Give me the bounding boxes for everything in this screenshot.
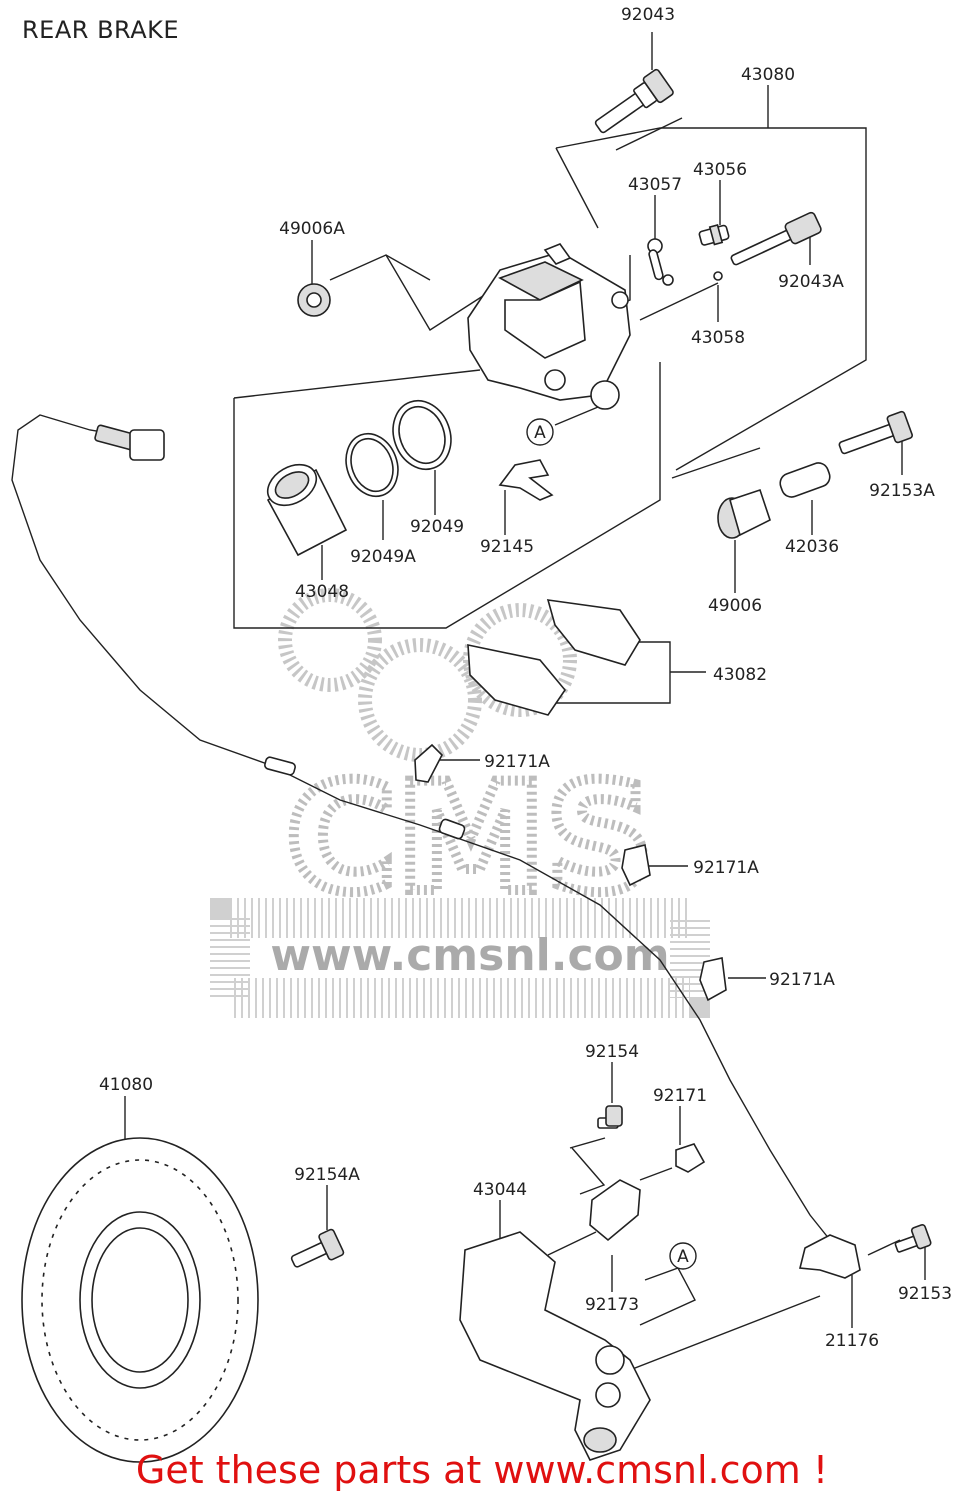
part-92171-clamp bbox=[675, 1143, 706, 1173]
part-43080-caliper bbox=[467, 243, 631, 410]
callout-92043A: 92043A bbox=[778, 272, 844, 292]
callout-92154A: 92154A bbox=[294, 1165, 360, 1185]
part-49006A-boot bbox=[297, 283, 331, 317]
part-92043-bolt bbox=[594, 68, 674, 134]
part-92154-bolt bbox=[597, 1105, 623, 1129]
callout-92171A-3: 92171A bbox=[769, 970, 835, 990]
reference-marker-a1: A bbox=[526, 418, 554, 446]
callout-43048: 43048 bbox=[295, 582, 349, 602]
callout-92171: 92171 bbox=[653, 1086, 707, 1106]
reference-marker-a2: A bbox=[669, 1242, 697, 1270]
part-41080-brake-disc bbox=[21, 1137, 259, 1463]
part-42036-sleeve bbox=[779, 462, 831, 498]
part-21176-sensor bbox=[798, 1234, 861, 1279]
part-92171A-clamp-1 bbox=[414, 743, 443, 783]
callout-43080: 43080 bbox=[741, 65, 795, 85]
callout-92173: 92173 bbox=[585, 1295, 639, 1315]
callout-43056: 43056 bbox=[693, 160, 747, 180]
callout-42036: 42036 bbox=[785, 537, 839, 557]
callout-49006: 49006 bbox=[708, 596, 762, 616]
part-43057-bleeder-link bbox=[647, 238, 674, 286]
callout-41080: 41080 bbox=[99, 1075, 153, 1095]
part-92171A-clamp-2 bbox=[621, 844, 651, 887]
promo-footer-text: Get these parts at www.cmsnl.com ! bbox=[135, 1448, 829, 1492]
part-92049A-seal bbox=[345, 432, 399, 498]
callout-43082: 43082 bbox=[713, 665, 767, 685]
callout-49006A: 49006A bbox=[279, 219, 345, 239]
callout-92145: 92145 bbox=[480, 537, 534, 557]
callout-labels: 92043 43080 43056 43057 49006A 92043A 43… bbox=[99, 5, 952, 1351]
callout-92154: 92154 bbox=[585, 1042, 639, 1062]
watermark-url-text: www.cmsnl.com bbox=[270, 930, 669, 981]
part-abs-cable bbox=[11, 414, 831, 1241]
callout-92049A: 92049A bbox=[350, 547, 416, 567]
part-92153A-bolt bbox=[838, 410, 913, 455]
part-92173-bracket bbox=[589, 1179, 641, 1242]
callout-92153: 92153 bbox=[898, 1284, 952, 1304]
part-92145-spring bbox=[498, 459, 554, 501]
callout-21176: 21176 bbox=[825, 1331, 879, 1351]
part-49006-boot bbox=[717, 488, 771, 539]
part-43048-piston bbox=[266, 463, 348, 557]
leader-lines bbox=[124, 32, 926, 1371]
callout-43058: 43058 bbox=[691, 328, 745, 348]
callout-92171A-1: 92171A bbox=[484, 752, 550, 772]
callout-92153A: 92153A bbox=[869, 481, 935, 501]
part-43058-cap bbox=[713, 271, 723, 281]
callout-A2: A bbox=[677, 1247, 689, 1267]
part-43056-bleeder-valve bbox=[698, 224, 730, 246]
part-92043A-pin bbox=[730, 211, 822, 266]
callout-A1: A bbox=[534, 423, 546, 443]
callout-92043: 92043 bbox=[621, 5, 675, 25]
part-92049-seal bbox=[392, 399, 452, 471]
part-43082-pads bbox=[467, 599, 641, 716]
callout-43044: 43044 bbox=[473, 1180, 527, 1200]
part-92171A-clamp-3 bbox=[699, 957, 727, 1002]
part-43044-caliper-bracket bbox=[459, 1231, 651, 1461]
callout-92171A-2: 92171A bbox=[693, 858, 759, 878]
part-92153-bolt bbox=[894, 1223, 932, 1253]
callout-43057: 43057 bbox=[628, 175, 682, 195]
part-92154A-bolt bbox=[290, 1228, 345, 1268]
callout-92049: 92049 bbox=[410, 517, 464, 537]
page-title: REAR BRAKE bbox=[22, 16, 180, 44]
